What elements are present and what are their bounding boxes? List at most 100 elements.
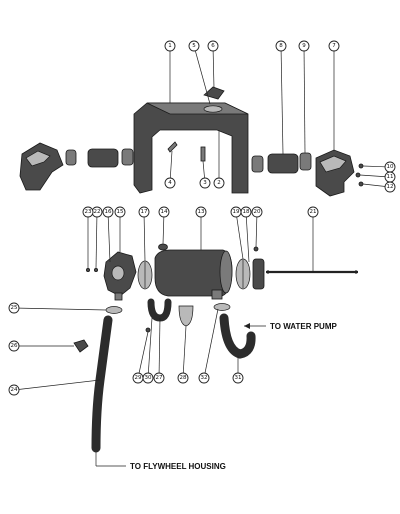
leader-line-9 <box>303 45 306 154</box>
part-balloon-19: 19 <box>230 206 244 260</box>
balloon-circle-25 <box>8 302 20 314</box>
balloon-circle-6 <box>207 40 219 52</box>
balloon-circle-2 <box>213 177 225 189</box>
part-balloon-30: 30 <box>142 317 154 384</box>
part-balloon-7: 7 <box>328 40 340 150</box>
manifold-port <box>203 105 223 113</box>
part-balloon-21: 21 <box>307 206 319 271</box>
balloon-circle-15 <box>114 206 126 218</box>
leader-line-6 <box>212 45 215 89</box>
part-number-26: 26 <box>11 343 18 349</box>
leader-line-25 <box>13 307 107 311</box>
part-balloon-1: 1 <box>164 40 176 103</box>
balloon-circle-20 <box>251 206 263 218</box>
part-number-15: 15 <box>117 209 124 215</box>
part-balloon-32: 32 <box>198 308 219 384</box>
pin <box>167 141 178 153</box>
part-number-27: 27 <box>156 375 163 381</box>
part-number-14: 14 <box>161 209 168 215</box>
leader-line-17 <box>143 211 146 262</box>
part-number-11: 11 <box>387 174 394 180</box>
leader-line-5 <box>193 45 211 105</box>
callout-arrows <box>95 323 266 467</box>
leader-line-24 <box>13 379 101 391</box>
balloon-circle-14 <box>158 206 170 218</box>
part-number-3: 3 <box>203 180 207 186</box>
manifold-body <box>133 102 249 194</box>
part-balloon-16: 16 <box>102 206 114 263</box>
part-balloon-18: 18 <box>240 206 252 263</box>
part-balloon-15: 15 <box>114 206 126 252</box>
balloon-circle-9 <box>298 40 310 52</box>
left-exhaust-elbow <box>19 142 64 191</box>
part-balloon-11: 11 <box>359 171 396 183</box>
part-number-9: 9 <box>302 43 306 49</box>
callout-to-flywheel-housing: TO FLYWHEEL HOUSING <box>130 462 226 471</box>
clip-26 <box>73 339 89 353</box>
end-plate <box>252 258 265 290</box>
part-number-16: 16 <box>105 209 112 215</box>
clamp-left-b <box>121 148 134 166</box>
hose-right <box>267 153 299 174</box>
balloon-circle-27 <box>153 372 165 384</box>
balloon-circle-26 <box>8 340 20 352</box>
part-number-5: 5 <box>192 43 196 49</box>
part-balloon-24: 24 <box>8 379 101 396</box>
clamp-25 <box>105 306 123 314</box>
part-balloon-23: 23 <box>82 206 94 268</box>
balloon-circle-17 <box>138 206 150 218</box>
part-balloon-14: 14 <box>158 206 170 245</box>
part-balloon-27: 27 <box>153 317 165 384</box>
balloon-circle-31 <box>232 372 244 384</box>
part-balloon-29: 29 <box>132 331 149 384</box>
part-number-29: 29 <box>135 375 142 381</box>
part-number-30: 30 <box>145 375 152 381</box>
balloon-circle-23 <box>82 206 94 218</box>
part-balloon-13: 13 <box>195 206 207 250</box>
part-balloon-28: 28 <box>177 325 189 384</box>
nut <box>358 181 364 187</box>
part-number-12: 12 <box>387 184 394 190</box>
part-number-32: 32 <box>201 375 208 381</box>
leader-line-27 <box>158 317 161 379</box>
part-balloon-10: 10 <box>362 161 396 173</box>
balloon-circle-28 <box>177 372 189 384</box>
part-balloon-17: 17 <box>138 206 150 262</box>
balloon-circle-13 <box>195 206 207 218</box>
leader-line-20 <box>255 211 258 248</box>
part-number-21: 21 <box>310 209 317 215</box>
part-number-22: 22 <box>94 209 101 215</box>
manifold-cap <box>203 86 225 100</box>
leader-line-32 <box>203 308 219 379</box>
part-number-1: 1 <box>168 43 172 49</box>
part-balloon-3: 3 <box>199 160 211 189</box>
part-balloon-25: 25 <box>8 302 107 314</box>
leader-line-18 <box>245 211 250 263</box>
part-number-2: 2 <box>217 180 221 186</box>
part-number-25: 25 <box>11 305 18 311</box>
hose-left <box>87 148 119 168</box>
part-number-19: 19 <box>233 209 240 215</box>
bolt <box>358 163 364 169</box>
part-balloon-2: 2 <box>213 130 225 189</box>
balloon-circle-16 <box>102 206 114 218</box>
leader-line-29 <box>137 331 149 379</box>
part-number-23: 23 <box>85 209 92 215</box>
exhaust-manifold-assembly <box>19 86 364 197</box>
part-number-28: 28 <box>180 375 187 381</box>
clamp-left-a <box>65 149 77 166</box>
part-balloon-9: 9 <box>298 40 310 154</box>
balloon-circle-12 <box>384 181 396 193</box>
leader-line-16 <box>107 211 111 263</box>
balloon-circle-3 <box>199 177 211 189</box>
part-number-18: 18 <box>243 209 250 215</box>
part-number-24: 24 <box>11 387 18 393</box>
leader-line-30 <box>147 317 153 379</box>
washer <box>355 172 361 178</box>
elbow-28 <box>178 305 194 327</box>
part-number-7: 7 <box>332 43 336 49</box>
elbow-27 <box>147 298 172 322</box>
part-number-10: 10 <box>387 164 394 170</box>
